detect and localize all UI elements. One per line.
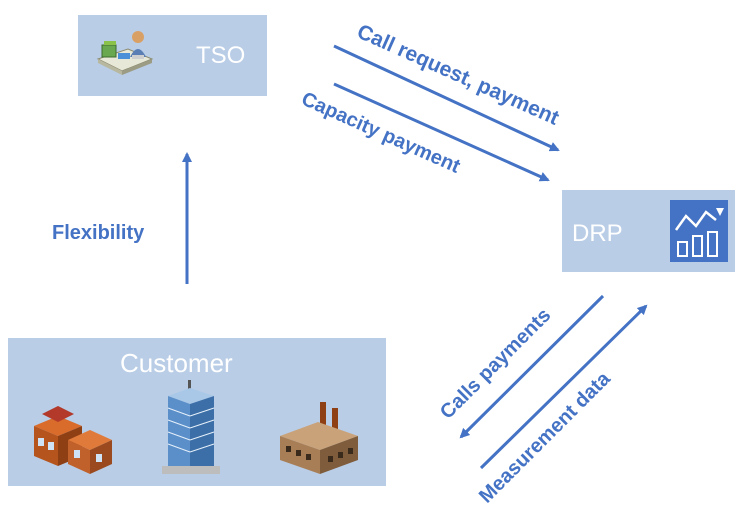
office-tower-icon — [162, 380, 220, 474]
factory-icon — [280, 402, 358, 474]
trend-chart-icon — [670, 200, 728, 262]
measurement-data-arrow — [479, 304, 648, 470]
drp-node: DRP — [562, 190, 735, 272]
flexibility-label: Flexibility — [52, 222, 145, 244]
call-request-arrow — [333, 44, 560, 152]
capacity-payment-arrow — [333, 82, 550, 182]
operator-desk-icon — [96, 31, 154, 75]
tso-node: TSO — [78, 15, 267, 96]
customer-label: Customer — [120, 348, 233, 378]
drp-label: DRP — [572, 220, 623, 247]
residential-building-icon — [34, 406, 112, 474]
calls-payments-arrow — [459, 294, 605, 439]
tso-label: TSO — [196, 42, 246, 69]
customer-node: Customer — [8, 338, 386, 486]
